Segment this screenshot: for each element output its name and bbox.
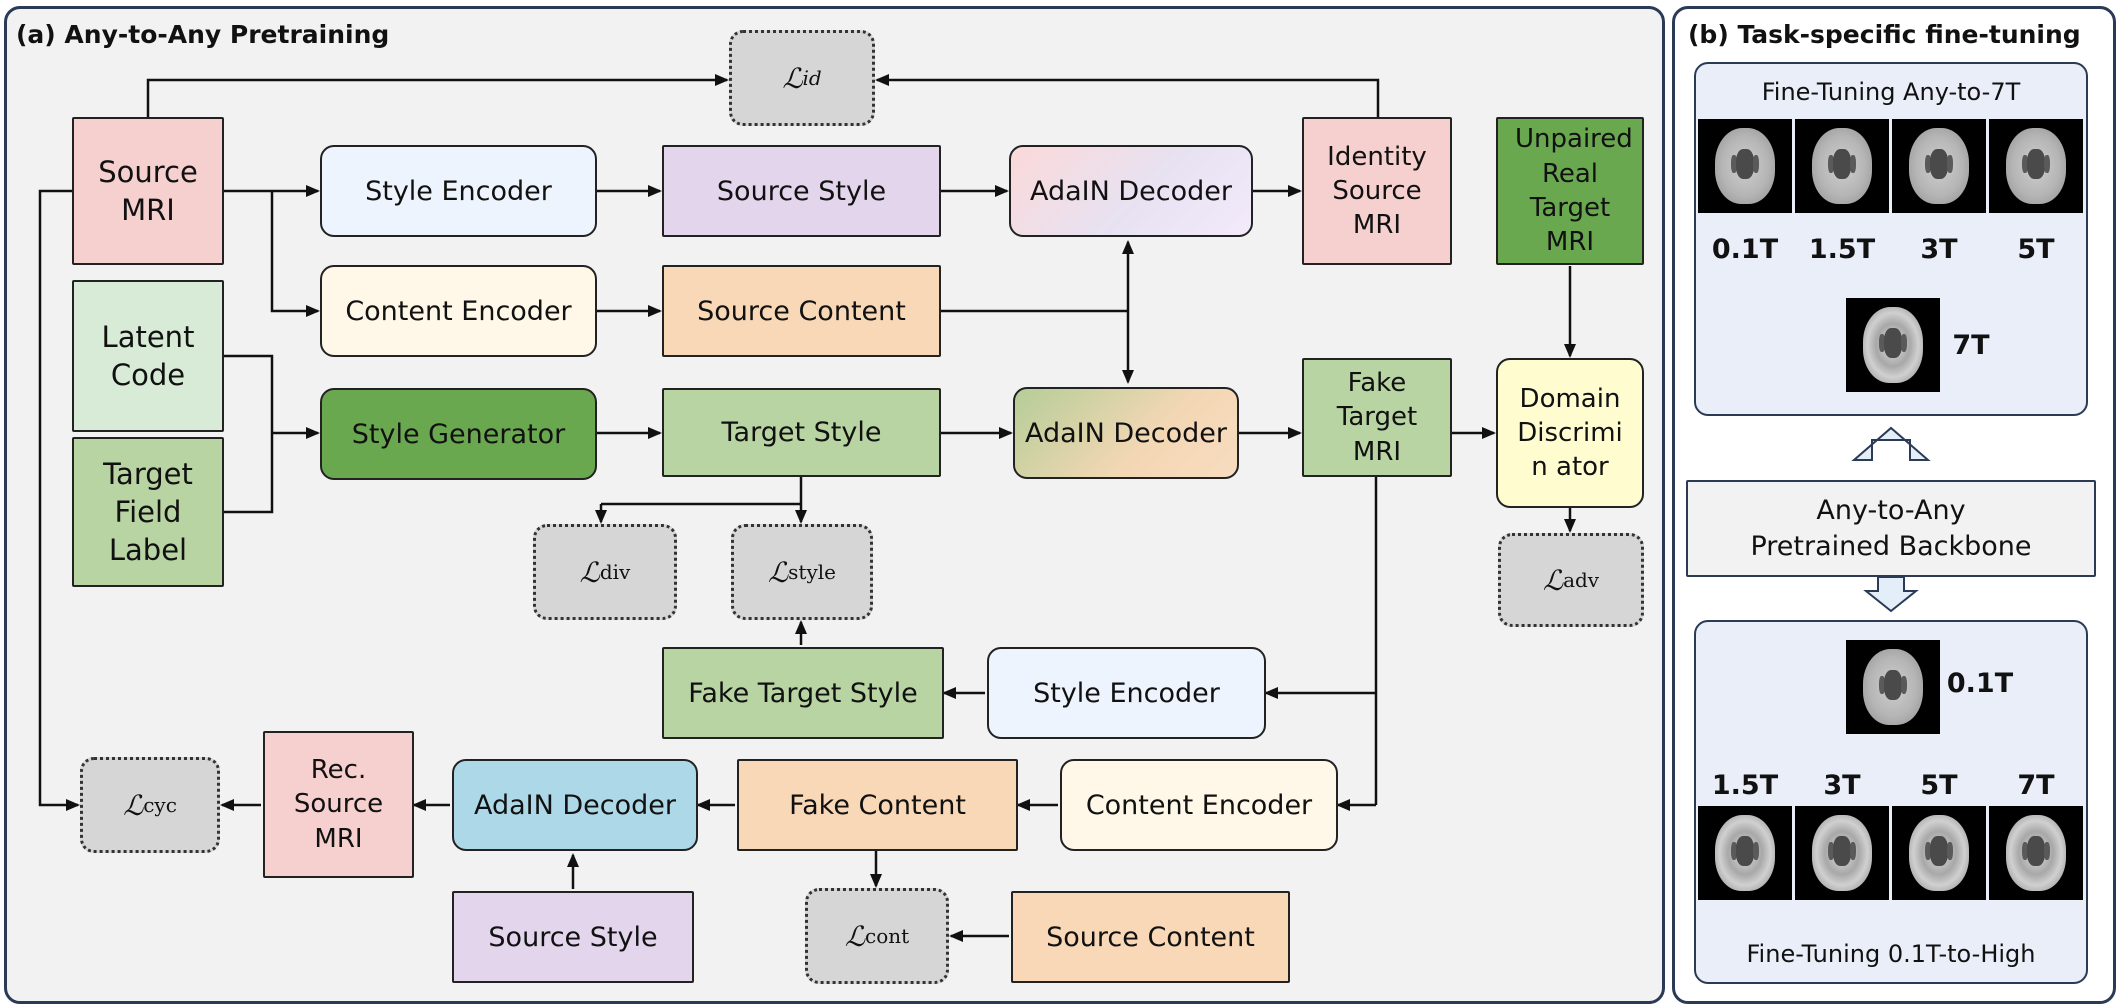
brain-top-target-7t [1846,298,1940,392]
loss-adversarial-sub: adv [1563,568,1600,592]
content-encoder-bottom-label: Content Encoder [1085,789,1313,821]
source-style-top-label: Source Style [716,175,887,207]
source-mri-box: Source MRI [72,117,224,265]
brain-top-0-1t [1698,119,1792,213]
brain-bottom-7t [1989,806,2083,900]
loss-style-sub: style [788,560,836,584]
loss-adversarial-symbol: ℒ [1542,563,1564,597]
style-encoder-bottom-label: Style Encoder [1033,677,1220,709]
brain-bottom-3t [1795,806,1889,900]
top-target-label-7t: 7T [1952,330,1990,361]
source-style-bottom-label: Source Style [488,921,658,953]
bottom-label-1-5t: 1.5T [1711,770,1779,801]
domain-discriminator-box: Domain Discrimin ator [1496,358,1644,508]
pretrained-backbone-box: Any-to-Any Pretrained Backbone [1686,480,2096,577]
loss-style-symbol: ℒ [767,555,789,589]
source-content-bottom-box: Source Content [1011,891,1290,983]
bottom-label-7t: 7T [2017,770,2055,801]
fake-target-style-box: Fake Target Style [662,647,944,739]
loss-identity-sub: id [802,66,822,90]
loss-cycle-symbol: ℒ [123,788,144,822]
adain-decoder-bottom-label: AdaIN Decoder [473,789,677,821]
panel-b-title: (b) Task-specific fine-tuning [1688,20,2081,49]
style-encoder-top-label: Style Encoder [365,175,552,207]
top-label-5t: 5T [2017,234,2055,265]
loss-content-symbol: ℒ [844,919,865,953]
fake-content-label: Fake Content [789,789,966,821]
source-style-bottom-box: Source Style [452,891,694,983]
rec-source-mri-box: Rec. Source MRI [263,731,414,878]
panel-a-title: (a) Any-to-Any Pretraining [16,20,390,49]
identity-source-mri-label: Identity Source MRI [1327,141,1427,241]
loss-content-sub: cont [865,924,910,948]
brain-top-3t [1892,119,1986,213]
unpaired-real-target-mri-box: Unpaired Real Target MRI [1496,117,1644,265]
loss-diversity-symbol: ℒ [579,555,600,589]
loss-cycle-sub: cyc [143,793,177,817]
domain-discriminator-label: Domain Discrimin ator [1517,383,1623,483]
brain-bottom-1-5t [1698,806,1792,900]
adain-decoder-bottom-box: AdaIN Decoder [452,759,698,851]
fake-content-box: Fake Content [737,759,1018,851]
content-encoder-bottom-box: Content Encoder [1060,759,1338,851]
source-content-top-box: Source Content [662,265,941,357]
brain-top-1-5t [1795,119,1889,213]
style-encoder-bottom-box: Style Encoder [987,647,1266,739]
adain-decoder-top-label: AdaIN Decoder [1029,175,1233,207]
latent-code-box: Latent Code [72,280,224,432]
target-style-box: Target Style [662,388,941,477]
top-label-1-5t: 1.5T [1808,234,1876,265]
loss-diversity-sub: div [599,560,631,584]
adain-decoder-mid-label: AdaIN Decoder [1024,417,1228,449]
source-content-top-label: Source Content [697,295,906,327]
adain-decoder-top-box: AdaIN Decoder [1009,145,1253,237]
top-label-0-1t: 0.1T [1711,234,1779,265]
loss-identity-symbol: ℒ [782,61,803,95]
finetune-any-to-7t-title: Fine-Tuning Any-to-7T [1761,78,2021,106]
brain-bottom-5t [1892,806,1986,900]
bottom-label-3t: 3T [1823,770,1861,801]
style-generator-box: Style Generator [320,388,597,480]
style-generator-label: Style Generator [351,418,566,450]
bottom-source-label-0-1t: 0.1T [1946,668,2014,699]
source-mri-label: Source MRI [98,154,198,227]
pretrained-backbone-label: Any-to-Any Pretrained Backbone [1750,495,2032,562]
identity-source-mri-box: Identity Source MRI [1302,117,1452,265]
source-style-top-box: Source Style [662,145,941,237]
top-label-3t: 3T [1920,234,1958,265]
bottom-label-5t: 5T [1920,770,1958,801]
content-encoder-top-box: Content Encoder [320,265,597,357]
target-field-label-box: Target Field Label [72,437,224,587]
unpaired-real-target-mri-label: Unpaired Real Target MRI [1515,124,1633,258]
style-encoder-top-box: Style Encoder [320,145,597,237]
latent-code-label: Latent Code [101,319,195,392]
finetune-0-1t-to-high-title: Fine-Tuning 0.1T-to-High [1746,940,2036,968]
content-encoder-top-label: Content Encoder [345,295,572,327]
rec-source-mri-label: Rec. Source MRI [293,755,384,854]
adain-decoder-mid-box: AdaIN Decoder [1013,387,1239,479]
fake-target-style-label: Fake Target Style [688,677,918,709]
brain-bottom-source-0-1t [1846,640,1940,734]
fake-target-mri-label: Fake Target MRI [1336,368,1418,467]
brain-top-5t [1989,119,2083,213]
target-field-label-text: Target Field Label [103,456,193,568]
fake-target-mri-box: Fake Target MRI [1302,358,1452,477]
target-style-label: Target Style [721,417,882,448]
source-content-bottom-label: Source Content [1046,921,1255,953]
